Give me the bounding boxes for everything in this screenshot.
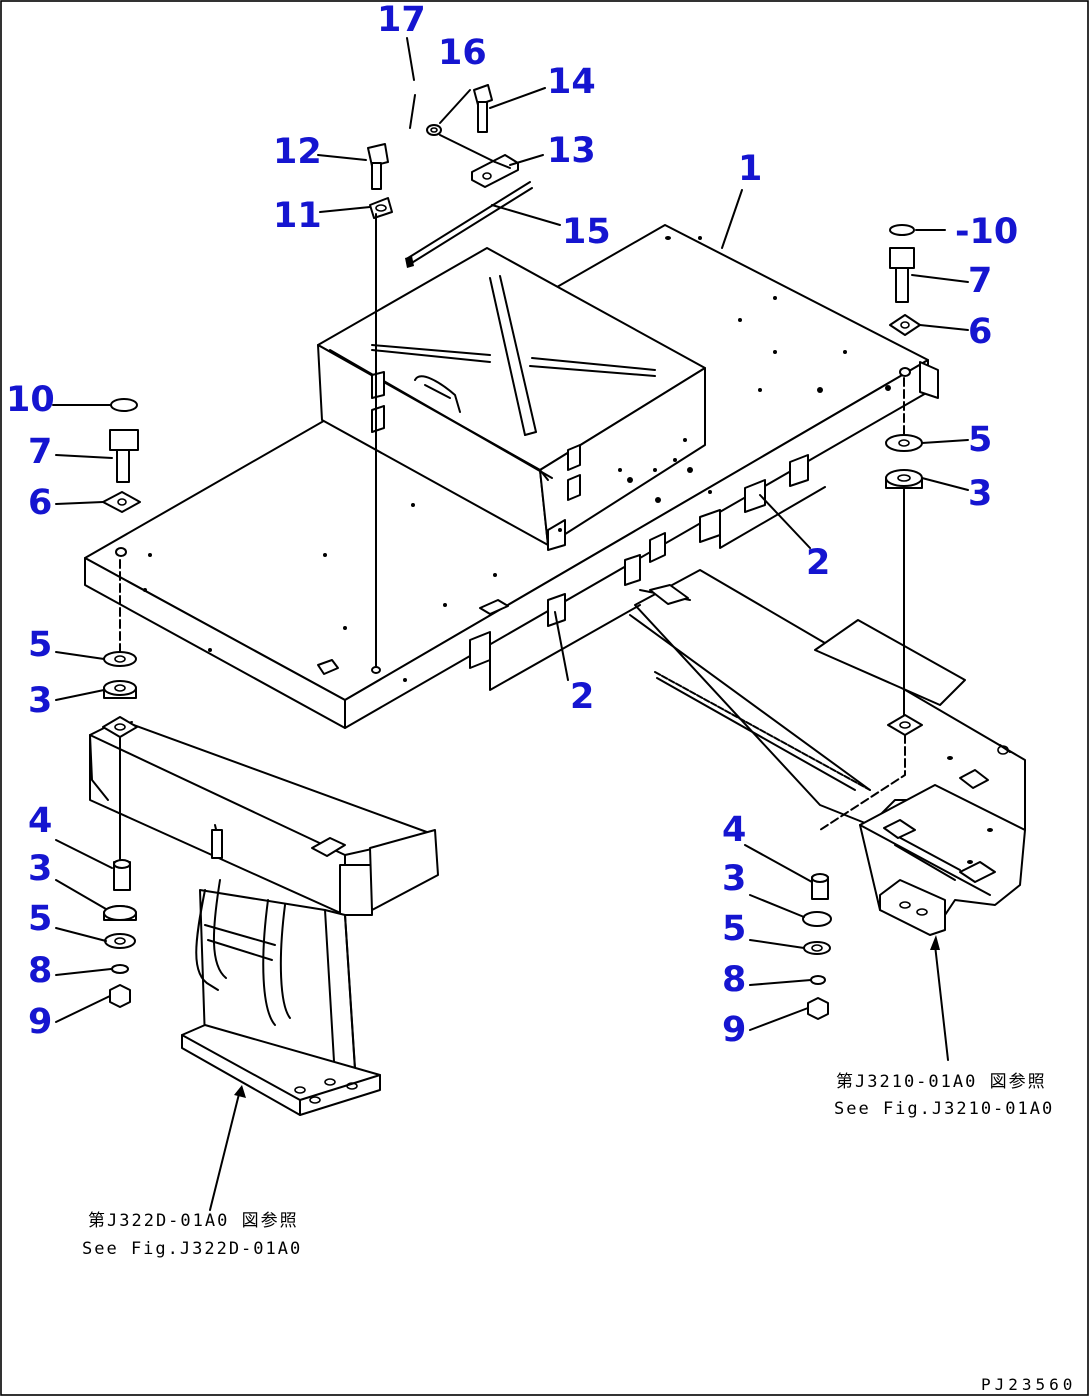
callout-5-right-lower: 5	[722, 909, 746, 949]
callout-11: 11	[273, 196, 322, 236]
leader-lines	[52, 37, 969, 1211]
callout-10-left: 10	[6, 380, 55, 420]
callout-4-left: 4	[28, 801, 52, 841]
callout-7-right: 7	[968, 261, 992, 301]
drawing-code: PJ23560	[981, 1375, 1076, 1394]
left-reference-jp: 第J322D-01A0 図参照	[88, 1211, 299, 1231]
left-fastener-stack	[102, 398, 141, 1008]
callout-5-right-upper: 5	[968, 420, 992, 460]
callout-6-right: 6	[968, 312, 992, 352]
callout-5-left-lower: 5	[28, 899, 52, 939]
left-reference-en: See Fig.J322D-01A0	[82, 1239, 302, 1259]
callout-12: 12	[273, 132, 322, 172]
left-ref-arrowhead	[234, 1085, 246, 1098]
callout-2-side: 2	[806, 543, 830, 583]
callout-10-right: -10	[955, 212, 1018, 252]
callout-9-right: 9	[722, 1010, 746, 1050]
callout-1: 1	[738, 149, 762, 189]
callout-17: 17	[377, 0, 426, 40]
callout-14: 14	[547, 62, 596, 102]
callout-16: 16	[438, 33, 487, 73]
right-reference-jp: 第J3210-01A0 図参照	[836, 1072, 1047, 1092]
callout-3-left-upper: 3	[28, 681, 52, 721]
callout-8-right: 8	[722, 960, 746, 1000]
callout-3-right-lower: 3	[722, 859, 746, 899]
callout-3-left-lower: 3	[28, 849, 52, 889]
callout-15: 15	[562, 212, 611, 252]
callout-7-left: 7	[28, 432, 52, 472]
callout-2-front: 2	[570, 677, 594, 717]
callout-8-left: 8	[28, 951, 52, 991]
left-support-stand	[89, 719, 439, 1116]
hold-down-hardware	[367, 84, 533, 674]
right-floor-frame	[629, 569, 1026, 936]
callout-5-left-upper: 5	[28, 625, 52, 665]
callout-4-right: 4	[722, 810, 746, 850]
callout-6-left: 6	[28, 483, 52, 523]
callout-3-right-upper: 3	[968, 474, 992, 514]
right-ref-arrowhead	[930, 935, 940, 950]
callouts: 1 2 2 3 3 3 3 4 4 5 5 5 5 6 6 7 7 8 8 9 …	[6, 0, 1018, 1050]
callout-13: 13	[547, 131, 596, 171]
right-reference-en: See Fig.J3210-01A0	[834, 1099, 1054, 1119]
right-fastener-stack	[802, 224, 923, 1020]
callout-9-left: 9	[28, 1002, 52, 1042]
